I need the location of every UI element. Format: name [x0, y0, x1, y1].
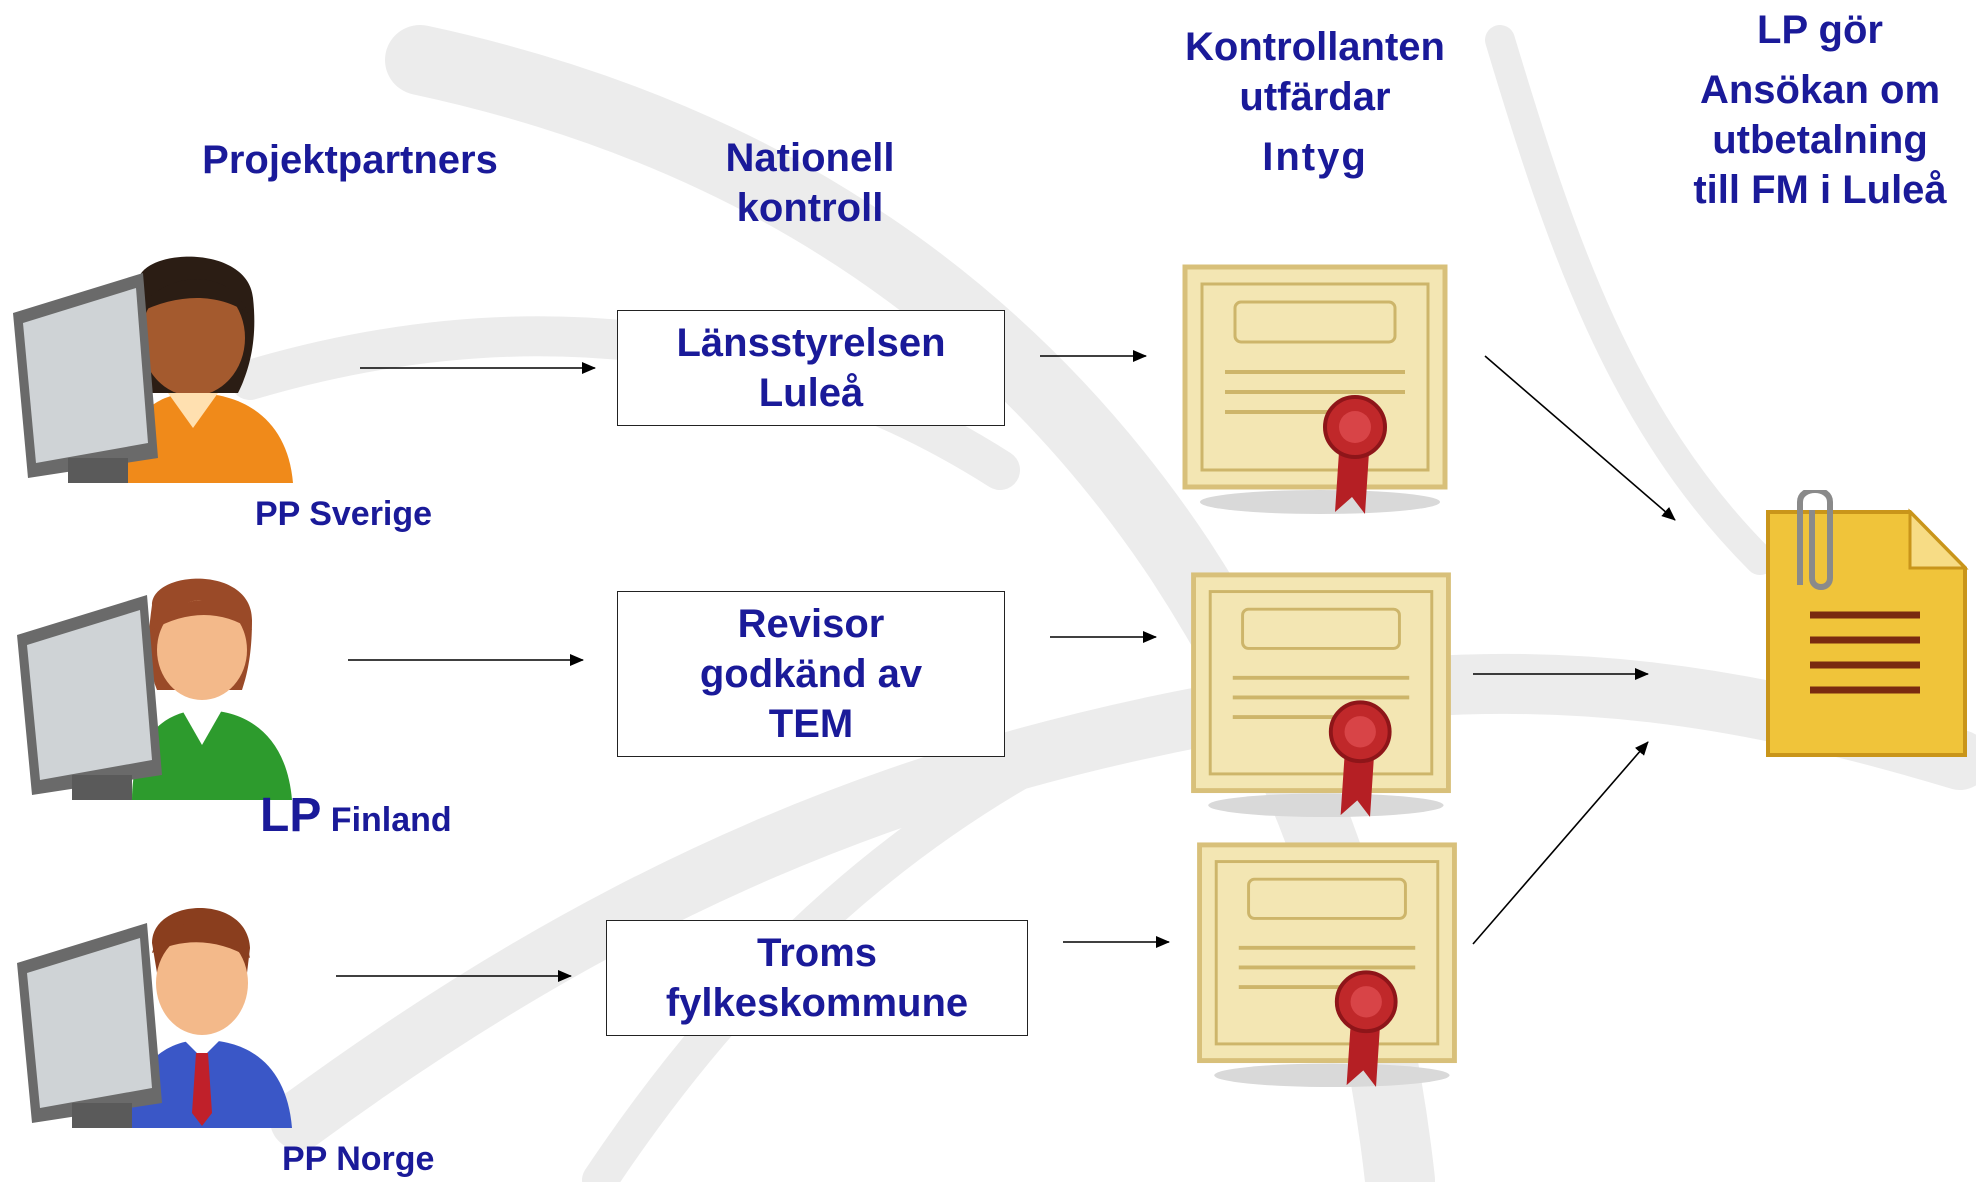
partner-label-finland: LP Finland — [260, 788, 452, 843]
partner-label-sverige: PP Sverige — [255, 495, 432, 534]
certificate-icon — [1197, 842, 1457, 1088]
header-national-control-line1: Nationell — [725, 136, 895, 180]
male-user-at-computer-icon — [17, 908, 292, 1128]
header-controller-line1: Kontrollanten — [1185, 25, 1445, 69]
control-box-line: fylkeskommune — [665, 981, 969, 1025]
control-box-line: TEM — [768, 702, 854, 746]
arrow-certificate1-to-application — [1484, 355, 1676, 521]
partner-prefix: PP — [282, 1140, 327, 1178]
control-box-line: Revisor — [737, 602, 885, 646]
control-box-line: Troms — [756, 931, 878, 975]
control-box-line: godkänd av — [699, 652, 923, 696]
control-box-line: Luleå — [758, 371, 864, 415]
header-lp-line3: utbetalning — [1712, 118, 1928, 162]
certificate-icon — [1191, 572, 1451, 818]
female-user-at-computer-icon — [17, 578, 292, 800]
header-lp-line4: till FM i Luleå — [1693, 168, 1947, 212]
header-controller-line3: Intyg — [1262, 135, 1368, 179]
control-box-troms: Troms fylkeskommune — [606, 920, 1028, 1036]
header-national-control: Nationell kontroll — [680, 133, 940, 233]
female-user-at-computer-icon — [13, 256, 293, 483]
partner-label-norge: PP Norge — [282, 1140, 434, 1179]
header-lp-application: LP gör Ansökan om utbetalning till FM i … — [1660, 5, 1976, 215]
partner-country: Finland — [330, 801, 452, 839]
clipped-document-icon — [1766, 490, 1969, 757]
header-controller-line2: utfärdar — [1239, 75, 1391, 119]
header-lp-line2: Ansökan om — [1699, 68, 1941, 112]
partner-country: Sverige — [309, 495, 433, 533]
header-controller: Kontrollanten utfärdar Intyg — [1130, 22, 1500, 182]
partner-prefix: LP — [260, 789, 322, 842]
header-partners: Projektpartners — [202, 138, 498, 182]
certificate-icon — [1182, 264, 1448, 514]
control-box-line: Länsstyrelsen — [676, 321, 946, 365]
partner-prefix: PP — [255, 495, 300, 533]
control-box-lansstyrelsen: Länsstyrelsen Luleå — [617, 310, 1005, 426]
arrow-certificate3-to-application — [1472, 741, 1649, 945]
partner-country: Norge — [336, 1140, 435, 1178]
header-national-control-line2: kontroll — [736, 186, 884, 230]
control-box-revisor: Revisor godkänd av TEM — [617, 591, 1005, 757]
header-lp-line1: LP gör — [1757, 8, 1883, 52]
